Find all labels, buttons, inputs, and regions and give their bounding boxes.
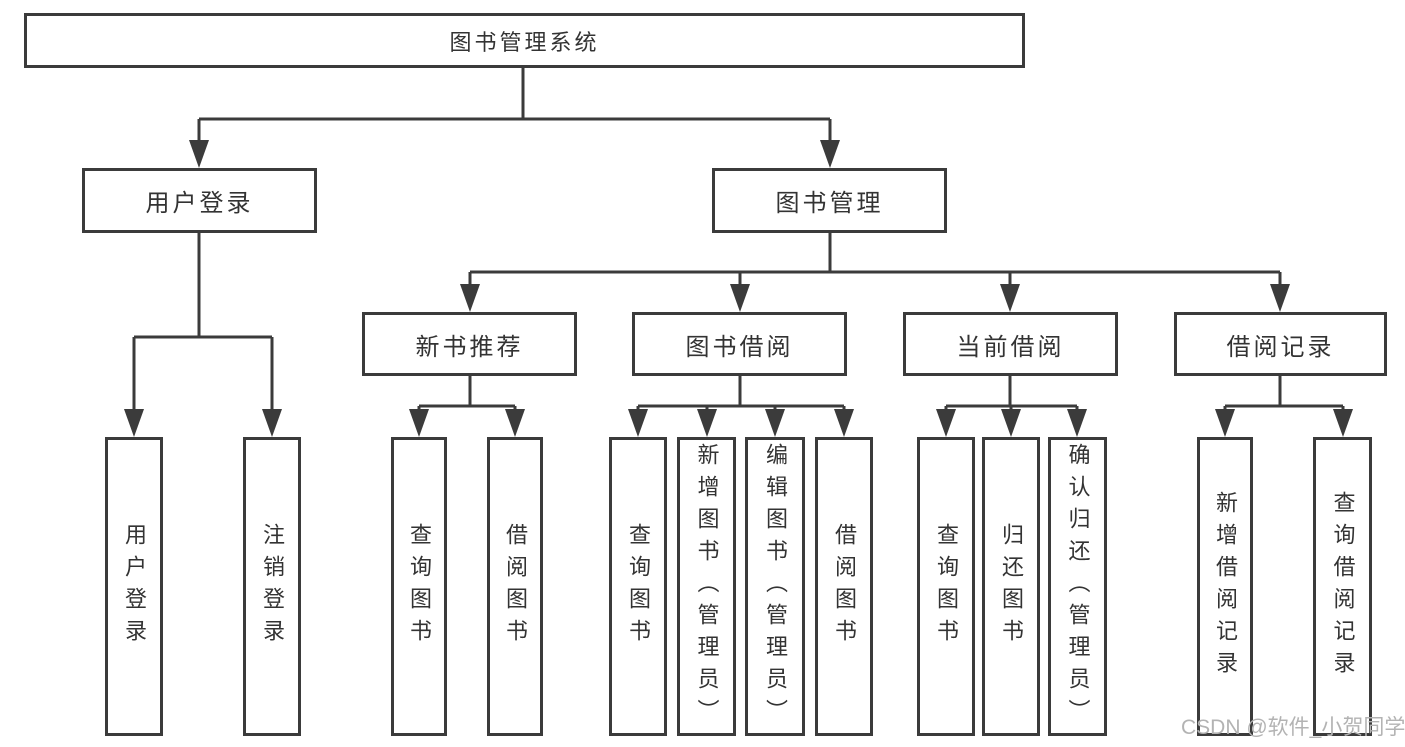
arrowhead (628, 409, 648, 437)
arrowhead (1001, 409, 1021, 437)
arrowhead (1067, 409, 1087, 437)
node-label: 确认归还（管理员） (1065, 442, 1091, 731)
node-label: 查询图书 (407, 522, 432, 651)
connector-paths (132, 66, 1345, 414)
arrowhead (189, 140, 209, 168)
arrowhead (124, 409, 144, 437)
leaf-return-books: 归还图书 (982, 437, 1040, 736)
node-label: 借阅记录 (1226, 333, 1335, 361)
node-label: 查询图书 (934, 522, 959, 651)
node-label: 用户登录 (145, 190, 254, 217)
leaf-query-books-borrowing: 查询图书 (609, 437, 667, 736)
connector-root-to-level2 (197, 66, 832, 144)
connector-borrow-records-to-leaves (1223, 376, 1345, 414)
leaf-query-books-current: 查询图书 (917, 437, 975, 736)
arrowheads (124, 140, 1353, 437)
arrowhead (1270, 284, 1290, 312)
node-label: 借阅图书 (503, 522, 528, 651)
connector-book-mgmt-to-level3 (468, 233, 1282, 288)
arrowhead (1000, 284, 1020, 312)
arrowhead (820, 140, 840, 168)
csdn-watermark: CSDN @软件_小贺同学 (1181, 716, 1405, 739)
node-label: 注销登录 (260, 522, 285, 651)
leaf-add-borrowing-record: 新增借阅记录 (1197, 437, 1253, 736)
arrowhead (936, 409, 956, 437)
node-label: 图书管理系统 (449, 29, 600, 55)
leaf-query-books-recommendation: 查询图书 (391, 437, 447, 736)
arrowhead (697, 409, 717, 437)
leaf-user-login: 用户登录 (105, 437, 163, 736)
node-current-borrowing: 当前借阅 (903, 312, 1118, 376)
leaf-logout: 注销登录 (243, 437, 301, 736)
leaf-borrow-books-borrowing: 借阅图书 (815, 437, 873, 736)
node-label: 用户登录 (122, 522, 147, 651)
node-book-management-system: 图书管理系统 (24, 13, 1025, 68)
node-label: 图书借阅 (685, 333, 794, 361)
node-label: 新增图书（管理员） (694, 442, 720, 731)
connector-current-borrow-to-leaves (944, 376, 1079, 414)
node-user-login: 用户登录 (82, 168, 317, 233)
node-book-management: 图书管理 (712, 168, 947, 233)
node-label: 归还图书 (999, 522, 1024, 651)
arrowhead (1333, 409, 1353, 437)
node-label: 新书推荐 (415, 333, 524, 361)
arrowhead (460, 284, 480, 312)
arrowhead (1215, 409, 1235, 437)
node-book-borrowing: 图书借阅 (632, 312, 847, 376)
node-borrowing-records: 借阅记录 (1174, 312, 1387, 376)
leaf-query-borrowing-record: 查询借阅记录 (1313, 437, 1372, 736)
leaf-add-book-admin: 新增图书（管理员） (677, 437, 736, 736)
connector-new-book-rec-to-leaves (417, 376, 517, 414)
node-label: 图书管理 (775, 190, 884, 217)
node-label: 借阅图书 (832, 522, 857, 651)
node-label: 查询借阅记录 (1330, 490, 1356, 683)
node-label: 查询图书 (626, 522, 651, 651)
leaf-edit-book-admin: 编辑图书（管理员） (745, 437, 805, 736)
arrowhead (730, 284, 750, 312)
leaf-confirm-return-admin: 确认归还（管理员） (1048, 437, 1107, 736)
node-label: 编辑图书（管理员） (763, 442, 788, 731)
arrowhead (765, 409, 785, 437)
connector-book-borrow-to-leaves (636, 376, 846, 414)
arrowhead (505, 409, 525, 437)
arrowhead (262, 409, 282, 437)
connector-user-login-to-leaves (132, 233, 274, 413)
node-label: 新增借阅记录 (1213, 490, 1238, 683)
node-label: 当前借阅 (956, 333, 1065, 361)
arrowhead (409, 409, 429, 437)
arrowhead (834, 409, 854, 437)
leaf-borrow-books-recommendation: 借阅图书 (487, 437, 543, 736)
node-new-book-recommendation: 新书推荐 (362, 312, 577, 376)
